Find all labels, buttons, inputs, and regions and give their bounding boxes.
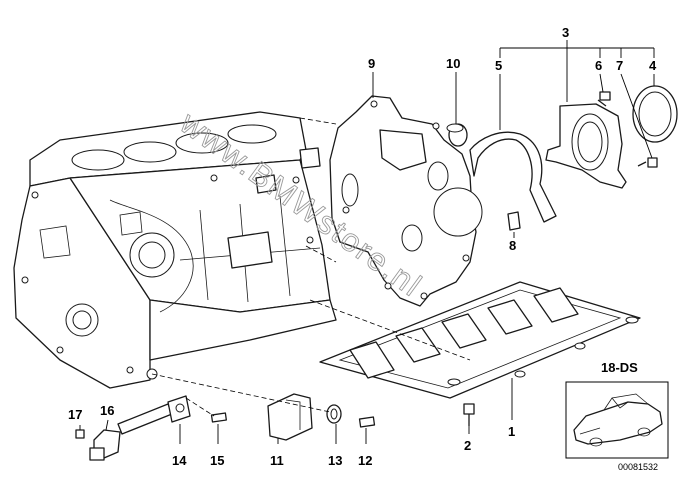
engine-block xyxy=(13,111,337,389)
bearing-ladder xyxy=(319,281,641,399)
callout-10: 10 xyxy=(446,56,460,71)
callout-17: 17 xyxy=(68,407,82,422)
vehicle-code: 18-DS xyxy=(601,360,638,375)
callout-8: 8 xyxy=(509,238,516,253)
callout-6: 6 xyxy=(595,58,602,73)
end-plate xyxy=(329,95,483,307)
bracket-assembly xyxy=(267,393,376,441)
callout-9: 9 xyxy=(368,56,375,71)
callout-3: 3 xyxy=(562,25,569,40)
callout-5: 5 xyxy=(495,58,502,73)
callout-7: 7 xyxy=(616,58,623,73)
vehicle-thumbnail: 00081532 xyxy=(565,381,669,472)
shaft-seal xyxy=(632,85,678,143)
callout-16: 16 xyxy=(100,403,114,418)
callout-1: 1 xyxy=(508,424,515,439)
callout-15: 15 xyxy=(210,453,224,468)
bolt-2 xyxy=(463,403,475,426)
callout-12: 12 xyxy=(358,453,372,468)
sensor-assembly xyxy=(75,395,227,461)
screw-6 xyxy=(597,91,611,107)
gasket xyxy=(469,131,557,223)
leader-lines xyxy=(79,40,655,444)
callout-14: 14 xyxy=(172,453,187,468)
callout-labels: 3 5 6 7 4 9 10 8 18-DS 17 16 14 15 11 13… xyxy=(68,25,657,468)
rear-cover xyxy=(545,103,627,189)
callout-4: 4 xyxy=(649,58,657,73)
screw-7 xyxy=(637,157,658,168)
callout-2: 2 xyxy=(464,438,471,453)
drawing-number: 00081532 xyxy=(618,462,658,472)
callout-11: 11 xyxy=(270,453,284,468)
callout-13: 13 xyxy=(328,453,342,468)
sealing-plug xyxy=(446,123,468,147)
dowel-sleeve xyxy=(507,211,521,231)
